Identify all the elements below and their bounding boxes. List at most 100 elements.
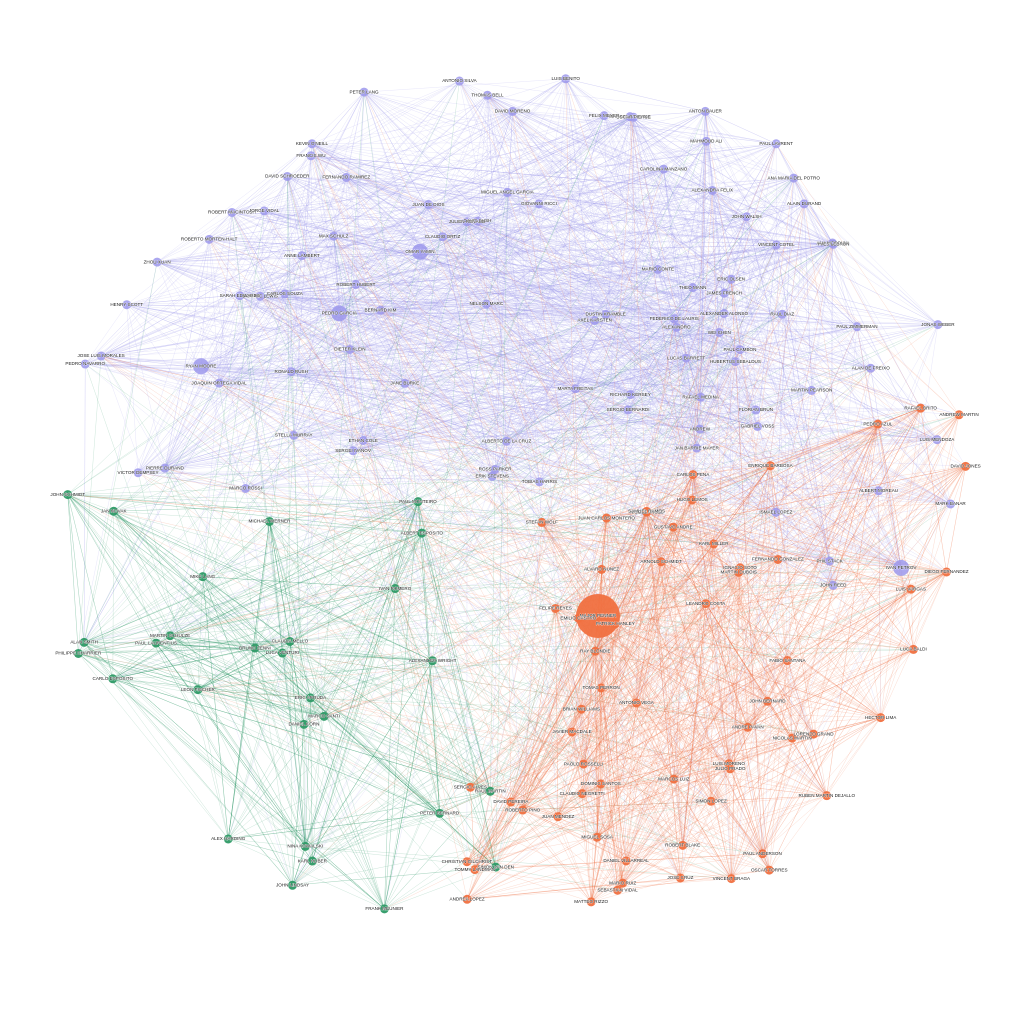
node-label: KARL MILLER bbox=[699, 541, 729, 546]
graph-edge bbox=[254, 647, 491, 792]
graph-edge bbox=[202, 576, 229, 840]
graph-edge bbox=[339, 117, 634, 314]
graph-edge bbox=[219, 349, 350, 384]
graph-edge bbox=[663, 169, 687, 359]
graph-edge bbox=[627, 409, 683, 846]
graph-edge bbox=[575, 111, 706, 389]
graph-edge bbox=[260, 296, 487, 305]
graph-edge bbox=[170, 635, 311, 699]
graph-edge bbox=[494, 141, 707, 470]
graph-edge bbox=[311, 143, 576, 389]
graph-edge bbox=[629, 116, 662, 562]
graph-edge bbox=[395, 588, 637, 704]
graph-edge bbox=[260, 221, 468, 297]
graph-edge bbox=[870, 368, 902, 568]
graph-edge bbox=[792, 423, 879, 739]
graph-edge bbox=[604, 115, 732, 280]
graph-edge bbox=[486, 304, 523, 811]
node-label: PATRICK HANLEY bbox=[596, 621, 635, 626]
graph-edge bbox=[305, 501, 419, 847]
graph-edge bbox=[157, 261, 756, 411]
graph-edge bbox=[339, 313, 758, 427]
graph-edge bbox=[201, 332, 720, 367]
graph-edge bbox=[305, 585, 834, 847]
graph-edge bbox=[673, 466, 966, 528]
graph-edge bbox=[747, 727, 827, 796]
graph-edge bbox=[197, 576, 203, 690]
graph-edge bbox=[692, 143, 777, 288]
graph-edge bbox=[477, 117, 634, 222]
graph-edge bbox=[581, 793, 627, 862]
graph-edge bbox=[346, 177, 607, 519]
graph-edge bbox=[339, 313, 834, 586]
graph-edge bbox=[731, 795, 827, 879]
graph-edge bbox=[157, 261, 779, 560]
graph-edge bbox=[466, 512, 647, 862]
graph-edge bbox=[673, 526, 779, 560]
graph-edge bbox=[731, 279, 741, 350]
graph-edge bbox=[353, 450, 830, 562]
node-label: LUIS BENITO bbox=[551, 76, 580, 81]
graph-edge bbox=[492, 190, 713, 477]
graph-edge bbox=[287, 176, 833, 244]
graph-edge bbox=[487, 95, 777, 513]
graph-edge bbox=[85, 363, 405, 384]
graph-edge bbox=[699, 244, 777, 430]
graph-edge bbox=[202, 576, 291, 642]
graph-edge bbox=[477, 220, 879, 491]
graph-edge bbox=[202, 111, 513, 577]
graph-edge bbox=[113, 511, 283, 654]
graph-edge bbox=[200, 366, 542, 523]
graph-edge bbox=[676, 327, 736, 362]
graph-edge bbox=[571, 589, 911, 733]
node-label: ETHAN COLE bbox=[349, 438, 378, 443]
graph-edge bbox=[303, 177, 794, 725]
graph-edge bbox=[164, 80, 460, 469]
graph-edge bbox=[292, 588, 396, 886]
graph-edge bbox=[197, 689, 313, 862]
graph-edge bbox=[291, 371, 305, 725]
graph-edge bbox=[349, 177, 794, 350]
graph-edge bbox=[699, 428, 879, 491]
graph-edge bbox=[630, 143, 777, 395]
graph-edge bbox=[486, 303, 540, 482]
graph-edge bbox=[487, 95, 747, 217]
graph-edge bbox=[466, 221, 763, 854]
graph-edge bbox=[605, 314, 812, 391]
graph-edge bbox=[78, 501, 419, 654]
graph-edge bbox=[404, 117, 634, 384]
graph-edge bbox=[112, 678, 311, 699]
graph-edge bbox=[705, 111, 858, 327]
graph-edge bbox=[209, 168, 664, 240]
graph-edge bbox=[83, 204, 429, 643]
graph-edge bbox=[355, 190, 713, 285]
graph-edge bbox=[301, 155, 312, 256]
graph-edge bbox=[312, 92, 365, 862]
graph-edge bbox=[474, 465, 771, 870]
graph-edge bbox=[605, 117, 634, 315]
graph-edge bbox=[310, 155, 834, 586]
graph-edge bbox=[310, 697, 313, 862]
graph-edge bbox=[506, 390, 812, 442]
graph-edge bbox=[699, 111, 706, 430]
node-label: ALBERT MOREAU bbox=[859, 488, 898, 493]
graph-edge bbox=[575, 279, 732, 389]
graph-edge bbox=[209, 117, 634, 240]
graph-edge bbox=[506, 78, 566, 442]
graph-edge bbox=[291, 371, 496, 470]
graph-edge bbox=[571, 731, 583, 794]
graph-edge bbox=[291, 177, 347, 372]
graph-edge bbox=[673, 527, 748, 728]
graph-edge bbox=[604, 115, 701, 430]
graph-edge bbox=[228, 838, 496, 868]
graph-edge bbox=[353, 279, 732, 451]
graph-edge bbox=[731, 242, 833, 280]
graph-edge bbox=[442, 141, 707, 237]
graph-edge bbox=[633, 117, 697, 449]
graph-edge bbox=[197, 689, 325, 717]
graph-edge bbox=[565, 78, 757, 411]
graph-edge bbox=[311, 143, 757, 411]
graph-edge bbox=[301, 255, 902, 569]
graph-edge bbox=[575, 388, 629, 411]
node-label: PEDRO NAVARRO bbox=[65, 361, 105, 366]
